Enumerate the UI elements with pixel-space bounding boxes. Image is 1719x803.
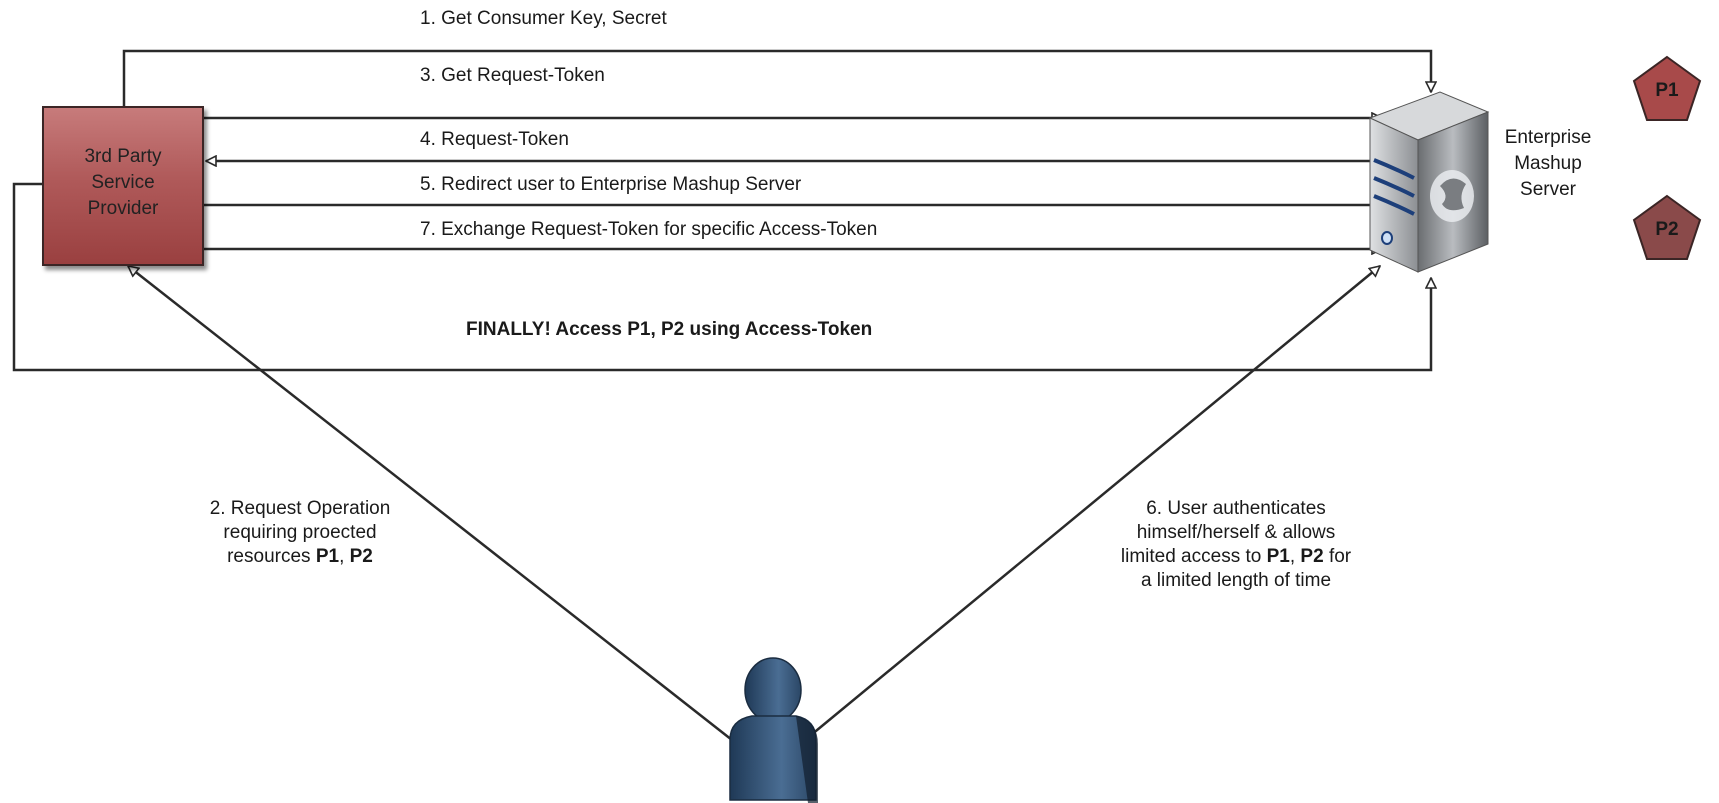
service-provider-box: 3rd Party Service Provider xyxy=(42,106,204,266)
step6-p1: P1 xyxy=(1266,546,1290,567)
step6-line2: himself/herself & allows xyxy=(1136,522,1336,543)
finally-label: FINALLY! Access P1, P2 using Access-Toke… xyxy=(466,319,873,340)
step6-p2: P2 xyxy=(1300,546,1324,567)
step1-label: 1. Get Consumer Key, Secret xyxy=(420,8,667,29)
step6-sep: , xyxy=(1289,546,1301,567)
step2-label: 2. Request Operation requiring proected … xyxy=(150,497,450,569)
resource-p2: P2 xyxy=(1632,194,1702,260)
resource-p1-label: P1 xyxy=(1655,80,1679,101)
step6-label: 6. User authenticates himself/herself & … xyxy=(1076,497,1396,593)
service-provider-label: 3rd Party Service Provider xyxy=(84,146,162,219)
step2-p1: P1 xyxy=(315,546,340,567)
step5-label: 5. Redirect user to Enterprise Mashup Se… xyxy=(420,174,802,195)
step2-line3-pre: resources xyxy=(227,546,316,567)
step3-label: 3. Get Request-Token xyxy=(420,65,605,86)
step2-line1: 2. Request Operation xyxy=(209,498,391,519)
resource-p1: P1 xyxy=(1632,55,1702,121)
step2-p2: P2 xyxy=(349,546,373,567)
server-label: Enterprise Mashup Server xyxy=(1504,127,1592,200)
arrow-step2 xyxy=(128,266,733,741)
user-icon xyxy=(729,657,818,803)
arrow-finally xyxy=(12,182,1431,372)
arrow-step6 xyxy=(804,266,1380,741)
step6-line4: a limited length of time xyxy=(1140,570,1332,591)
server-icon xyxy=(1368,91,1490,273)
step6-line1: 6. User authenticates xyxy=(1146,498,1326,519)
step6-line3-pre: limited access to xyxy=(1120,546,1267,567)
step4-label: 4. Request-Token xyxy=(420,129,569,150)
step6-line3: limited access to P1, P2 for xyxy=(1076,545,1396,569)
arrow-step1 xyxy=(122,49,1431,106)
step6-line3-post: for xyxy=(1323,546,1352,567)
step2-line2: requiring proected xyxy=(223,522,377,543)
resource-p2-label: P2 xyxy=(1655,219,1678,240)
step7-label: 7. Exchange Request-Token for specific A… xyxy=(420,219,878,240)
step2-line3: resources P1, P2 xyxy=(150,545,450,569)
step2-sep: , xyxy=(339,546,350,567)
